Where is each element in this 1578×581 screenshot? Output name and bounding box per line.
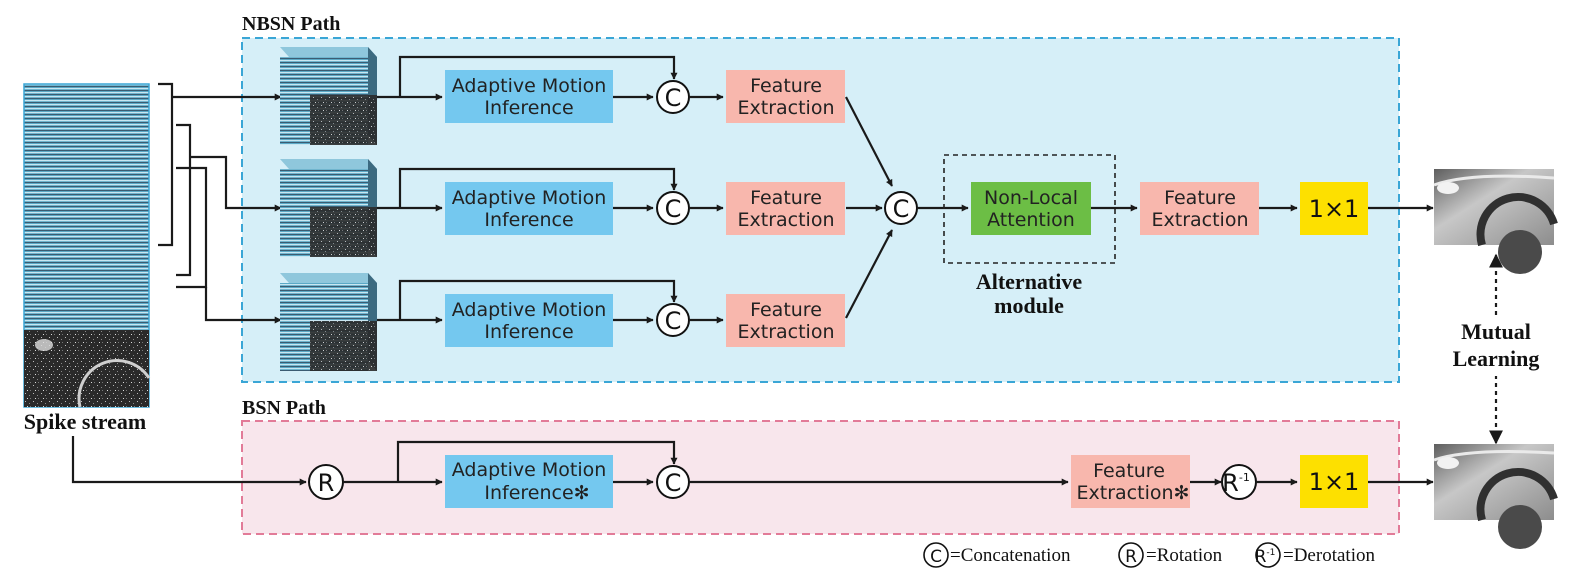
concat-op-3: C [656, 303, 690, 337]
fe-box-3-label-2: Extraction [738, 321, 835, 343]
svg-text:R: R [1125, 547, 1137, 567]
fe-box-3-label: Feature [750, 299, 822, 321]
conv1x1-bsn-label: 1×1 [1309, 468, 1360, 496]
spike-stream-image [23, 83, 151, 408]
ami-box-1-label: Adaptive Motion [452, 75, 607, 97]
fe-box-1-label: Feature [750, 75, 822, 97]
svg-text:=Derotation: =Derotation [1283, 545, 1375, 566]
legend-derotation: R-1 =Derotation [1255, 542, 1375, 568]
legend: C =Concatenation R =Rotation R-1 =Derota… [923, 542, 1375, 568]
fe-box-nbsn-final [1140, 182, 1259, 235]
fe-box-1-label-2: Extraction [738, 97, 835, 119]
conv1x1-box-nbsn [1300, 182, 1368, 235]
fe-box-2-label-2: Extraction [738, 209, 835, 231]
svg-text:C: C [665, 307, 682, 335]
svg-text:R-1: R-1 [1255, 547, 1276, 567]
conv1x1-nbsn-label: 1×1 [1309, 195, 1360, 223]
ami-box-1-label-2: Inference [484, 97, 573, 119]
fe-box-bsn [1071, 455, 1190, 508]
nbsn-path-title: NBSN Path [242, 13, 340, 35]
bsn-output-image [1433, 444, 1558, 549]
svg-text:=Rotation: =Rotation [1146, 545, 1223, 566]
ami-box-bsn-label: Adaptive Motion [452, 459, 607, 481]
mutual-learning-label-2: Learning [1453, 346, 1540, 371]
stream-split-connectors [158, 82, 282, 324]
svg-text:C: C [665, 195, 682, 223]
svg-text:R: R [318, 469, 335, 497]
fe-box-2-label: Feature [750, 187, 822, 209]
nla-label: Non-Local [984, 187, 1078, 209]
ami-box-1 [445, 70, 613, 123]
mutual-label-bg [1444, 316, 1548, 376]
mutual-learning-label: Mutual [1461, 319, 1531, 344]
fe-box-nbsn-final-label: Feature [1164, 187, 1236, 209]
svg-text:=Concatenation: =Concatenation [950, 545, 1071, 566]
svg-text:C: C [893, 195, 910, 223]
ami-box-3 [445, 294, 613, 347]
nbsn-output-image [1433, 169, 1558, 274]
concat-op-merge: C [884, 191, 918, 225]
legend-concat: C =Concatenation [923, 542, 1071, 568]
fe-box-bsn-label: Feature [1093, 460, 1165, 482]
ami-box-bsn-label-2: Inference✻ [484, 482, 589, 504]
non-local-attention-box [971, 182, 1091, 235]
concat-op-1: C [656, 80, 690, 114]
alternative-module-caption: Alternative [976, 269, 1083, 294]
spike-volume-3 [280, 273, 377, 371]
ami-box-3-label-2: Inference [484, 321, 573, 343]
rotation-op: R [308, 464, 344, 500]
ami-box-2-label-2: Inference [484, 209, 573, 231]
concat-op-bsn: C [656, 465, 690, 499]
ami-box-bsn [445, 455, 613, 508]
svg-text:C: C [665, 84, 682, 112]
ami-box-2 [445, 182, 613, 235]
svg-text:C: C [930, 547, 942, 567]
fe-box-1 [726, 70, 845, 123]
bsn-path-title: BSN Path [242, 397, 326, 419]
fe-box-3 [726, 294, 845, 347]
spike-stream-caption: Spike stream [24, 409, 146, 434]
legend-rotation: R =Rotation [1118, 542, 1223, 568]
alternative-module-caption-2: module [994, 293, 1064, 318]
spike-volume-1 [280, 47, 377, 145]
fe-box-bsn-label-2: Extraction✻ [1077, 482, 1190, 504]
nla-label-2: Attention [987, 209, 1075, 231]
ami-box-2-label: Adaptive Motion [452, 187, 607, 209]
fe-box-nbsn-final-label-2: Extraction [1152, 209, 1249, 231]
conv1x1-box-bsn [1300, 455, 1368, 508]
fe-box-2 [726, 182, 845, 235]
concat-op-2: C [656, 191, 690, 225]
derotation-op: R-1 [1221, 464, 1257, 500]
bsn-path-region [241, 420, 1400, 535]
ami-box-3-label: Adaptive Motion [452, 299, 607, 321]
svg-text:C: C [665, 469, 682, 497]
svg-text:R-1: R-1 [1222, 469, 1250, 497]
spike-volume-2 [280, 159, 377, 257]
